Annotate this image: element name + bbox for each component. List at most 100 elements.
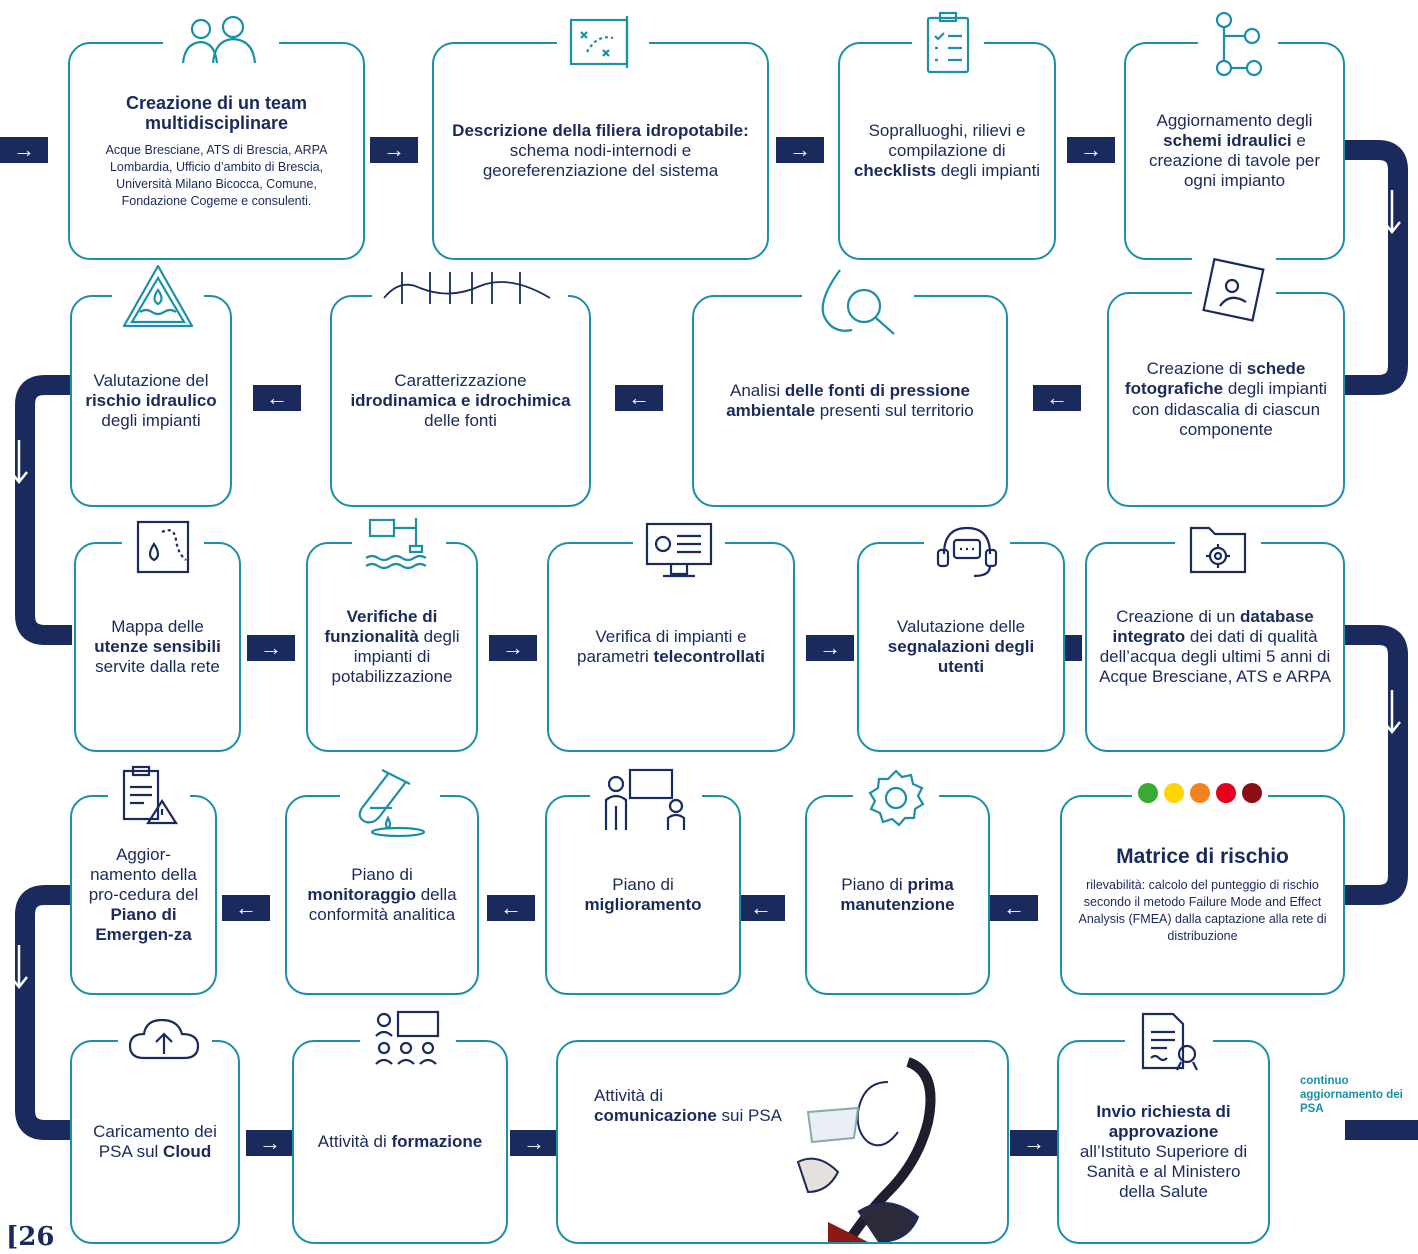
risk-dot-green — [1138, 783, 1158, 803]
step-text: Creazione di un — [1116, 606, 1241, 626]
connector-arrow: → — [489, 635, 537, 661]
photo-icon — [1192, 258, 1276, 326]
step-caricamento-cloud: Caricamento dei PSA sul Cloud — [70, 1040, 240, 1244]
aquifer-icon — [372, 268, 568, 310]
step-bold: idrodinamica e idrochimica — [350, 390, 571, 410]
step-text: Aggiornamento degli — [1156, 110, 1313, 130]
down-arrow-3 — [1383, 690, 1401, 735]
risk-dot-orange — [1190, 783, 1210, 803]
step-text: delle fonti — [424, 411, 497, 431]
step-text: Verifica di impianti e parametri — [577, 626, 747, 666]
step-text: Piano di — [351, 864, 413, 884]
step-bold: schede fotografiche — [1124, 359, 1306, 399]
drinking-illustration — [796, 1057, 936, 1242]
step-text: presenti sul territorio — [815, 401, 974, 420]
step-bold: Verifiche di funzionalità — [324, 606, 438, 646]
map-pin-icon — [122, 518, 204, 576]
step-text: Aggior-namento della pro-cedura del — [88, 844, 199, 904]
step-text: Attività di — [594, 1086, 663, 1105]
down-arrow-4 — [10, 945, 28, 990]
connector-arrow: → — [806, 635, 854, 661]
step-comunicazione: Attività di comunicazione sui PSA — [556, 1040, 1009, 1244]
clipboard-warning-icon — [108, 765, 190, 827]
step-bold: Cloud — [163, 1142, 212, 1161]
risk-dot-darkred — [1242, 783, 1262, 803]
step-text: dei dati di qualità dell’acqua degli ult… — [1099, 626, 1331, 687]
presentation-icon — [590, 766, 702, 832]
step-formazione: Attività di formazione — [292, 1040, 508, 1244]
step-text: Mappa delle — [111, 616, 204, 636]
step-prima-manutenzione: Piano di prima manutenzione — [805, 795, 990, 995]
connector-arrow: → — [246, 1130, 294, 1156]
water-plant-icon — [352, 512, 446, 574]
step-bold: prima manutenzione — [840, 874, 955, 914]
step-invio-approvazione: Invio richiesta di approvazione all’Isti… — [1057, 1040, 1270, 1244]
connector-arrow: ← — [615, 385, 663, 411]
step-schede-fotografiche: Creazione di schede fotografiche degli i… — [1107, 292, 1345, 507]
step-bold: delle fonti di pressione ambientale — [726, 380, 970, 420]
monitor-icon — [633, 520, 725, 580]
step-text: Caratterizzazione — [394, 370, 527, 390]
step-bold: Invio richiesta di approvazione — [1096, 1101, 1231, 1141]
connector-arrow: ← — [222, 895, 270, 921]
step-matrice-rischio: Matrice di rischio rilevabilità: calcolo… — [1060, 795, 1345, 995]
step-rischio-idraulico: Valutazione del rischio idraulico degli … — [70, 295, 232, 507]
step-bold: formazione — [391, 1131, 483, 1151]
risk-dot-red — [1216, 783, 1236, 803]
water-search-icon — [802, 266, 914, 338]
test-tube-icon — [340, 768, 440, 838]
water-warning-icon — [112, 262, 204, 332]
step-caratterizzazione: Caratterizzazione idrodinamica e idrochi… — [330, 295, 591, 507]
step-text: servite dalla rete — [95, 657, 220, 677]
step-text: Piano di — [612, 874, 674, 894]
step-text: degli impianti — [936, 161, 1041, 181]
connector-arrow: ← — [253, 385, 301, 411]
checklist-icon — [912, 10, 984, 76]
cloud-upload-icon — [118, 1014, 212, 1066]
connector-arrow: → — [247, 635, 295, 661]
step-detail: Acque Bresciane, ATS di Brescia, ARPA Lo… — [105, 142, 328, 208]
gear-icon — [853, 765, 939, 831]
connector-arrow: ← — [737, 895, 785, 921]
connector-arrow: ← — [1033, 385, 1081, 411]
step-team: Creazione di un team multidisciplinare A… — [68, 42, 365, 260]
map-plan-icon — [557, 10, 649, 72]
step-text: schema nodi-internodi e georeferenziazio… — [482, 140, 719, 181]
step-filiera: Descrizione della filiera idropotabile: … — [432, 42, 769, 260]
step-bold: miglioramento — [584, 895, 702, 914]
training-icon — [360, 1008, 456, 1066]
connector-arrow: → — [510, 1130, 558, 1156]
connector-arrow: → — [0, 137, 48, 163]
step-bold: schemi idraulici — [1163, 130, 1292, 150]
step-text: Valutazione delle — [896, 616, 1026, 636]
step-bold: telecontrollati — [653, 647, 765, 666]
step-bold: Piano di Emergen-za — [95, 905, 192, 945]
down-arrow-2 — [10, 440, 28, 485]
step-text: degli impianti con didascalia di ciascun… — [1131, 379, 1328, 439]
step-bold: checklists — [853, 161, 937, 181]
connector-arrow: → — [1010, 1130, 1058, 1156]
step-text: Sopralluoghi, rilievi e compilazione di — [868, 120, 1026, 160]
connector-arrow: → — [776, 137, 824, 163]
step-bold: rischio idraulico — [85, 390, 217, 410]
pipe-bend-left-1 — [15, 375, 72, 645]
step-text: e creazione di tavole per ogni impianto — [1148, 130, 1321, 191]
pipe-bend-right-2 — [1345, 625, 1408, 905]
team-icon — [163, 15, 279, 65]
folder-gear-icon — [1175, 518, 1261, 578]
risk-color-scale — [1132, 783, 1268, 803]
connector-arrow: → — [370, 137, 418, 163]
hydraulic-scheme-icon — [1198, 10, 1278, 80]
step-bold: utenze sensibili — [94, 636, 221, 656]
step-text: degli impianti — [101, 411, 201, 431]
step-sopralluoghi: Sopralluoghi, rilievi e compilazione di … — [838, 42, 1056, 260]
step-text: Valutazione del — [93, 370, 209, 390]
step-text: Caricamento dei PSA sul — [93, 1121, 217, 1161]
step-text: all’Istituto Superiore di Sanità e al Mi… — [1079, 1141, 1248, 1202]
step-text: della conformità analitica — [308, 884, 457, 925]
step-text: Creazione di — [1146, 359, 1247, 379]
pipe-bend-right-1 — [1345, 140, 1408, 395]
page-number: [26 — [6, 1222, 55, 1252]
step-text: Piano di — [841, 874, 908, 894]
